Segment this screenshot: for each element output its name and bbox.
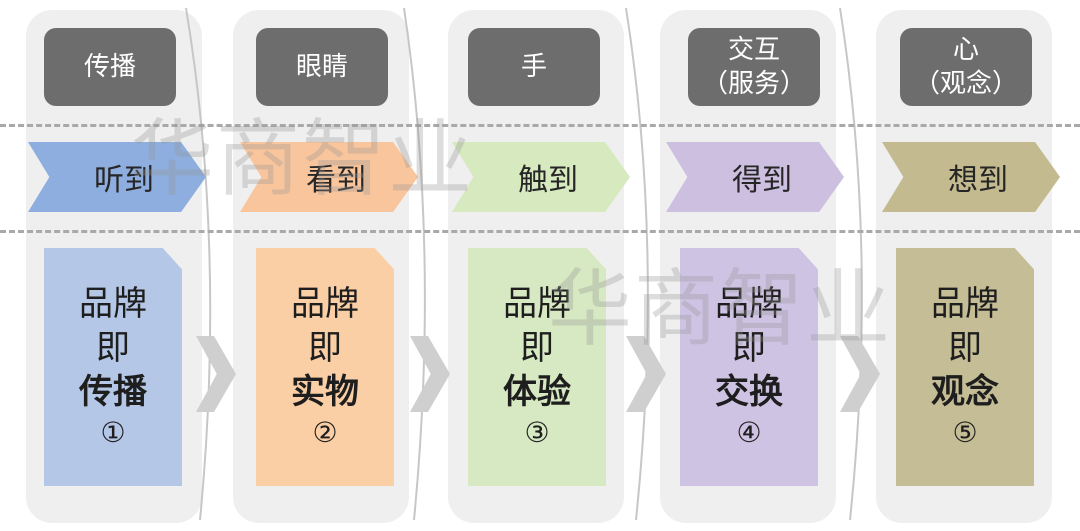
card-line-is: 即	[732, 328, 766, 368]
channel-label: 传播	[83, 52, 136, 82]
action-label: 看到	[306, 163, 366, 198]
card-line-is: 即	[96, 328, 130, 368]
action-label: 触到	[518, 163, 578, 198]
action-label: 听到	[94, 163, 154, 198]
card-line-is: 即	[308, 328, 342, 368]
channel-label: 手	[520, 52, 547, 82]
action-label: 得到	[732, 163, 792, 198]
card-line-number: ③	[524, 416, 550, 449]
brand-card-1: 品牌 即 传播 ①	[44, 248, 182, 486]
card-line-brand: 品牌	[291, 284, 359, 324]
action-chevron-2: 看到	[240, 142, 418, 212]
card-line-brand: 品牌	[79, 284, 147, 324]
card-line-is: 即	[948, 328, 982, 368]
brand-card-5: 品牌 即 观念 ⑤	[896, 248, 1034, 486]
card-line-number: ⑤	[952, 416, 978, 449]
card-line-number: ②	[312, 416, 338, 449]
card-line-key: 传播	[79, 372, 147, 412]
card-line-key: 观念	[931, 372, 999, 412]
brand-card-3: 品牌 即 体验 ③	[468, 248, 606, 486]
action-chevron-1: 听到	[28, 142, 206, 212]
divider-top	[0, 124, 1080, 127]
divider-bottom	[0, 230, 1080, 233]
card-line-brand: 品牌	[931, 284, 999, 324]
action-chevron-4: 得到	[666, 142, 844, 212]
card-line-number: ④	[736, 416, 762, 449]
channel-sublabel: （服务）	[701, 69, 806, 99]
channel-box-5: 心 （观念）	[900, 28, 1032, 106]
channel-label: 眼睛	[295, 52, 348, 82]
card-line-key: 实物	[291, 372, 359, 412]
brand-card-4: 品牌 即 交换 ④	[680, 248, 818, 486]
card-line-number: ①	[100, 416, 126, 449]
channel-label: 交互	[727, 35, 780, 65]
action-label: 想到	[948, 163, 1008, 198]
action-chevron-5: 想到	[882, 142, 1060, 212]
channel-box-2: 眼睛	[256, 28, 388, 106]
card-line-brand: 品牌	[715, 284, 783, 324]
brand-card-2: 品牌 即 实物 ②	[256, 248, 394, 486]
card-line-key: 交换	[715, 372, 783, 412]
channel-box-1: 传播	[44, 28, 176, 106]
card-line-brand: 品牌	[503, 284, 571, 324]
card-line-is: 即	[520, 328, 554, 368]
channel-label: 心	[952, 35, 979, 65]
channel-box-3: 手	[468, 28, 600, 106]
channel-box-4: 交互 （服务）	[688, 28, 820, 106]
card-line-key: 体验	[503, 372, 571, 412]
channel-sublabel: （观念）	[913, 69, 1018, 99]
action-chevron-3: 触到	[452, 142, 630, 212]
